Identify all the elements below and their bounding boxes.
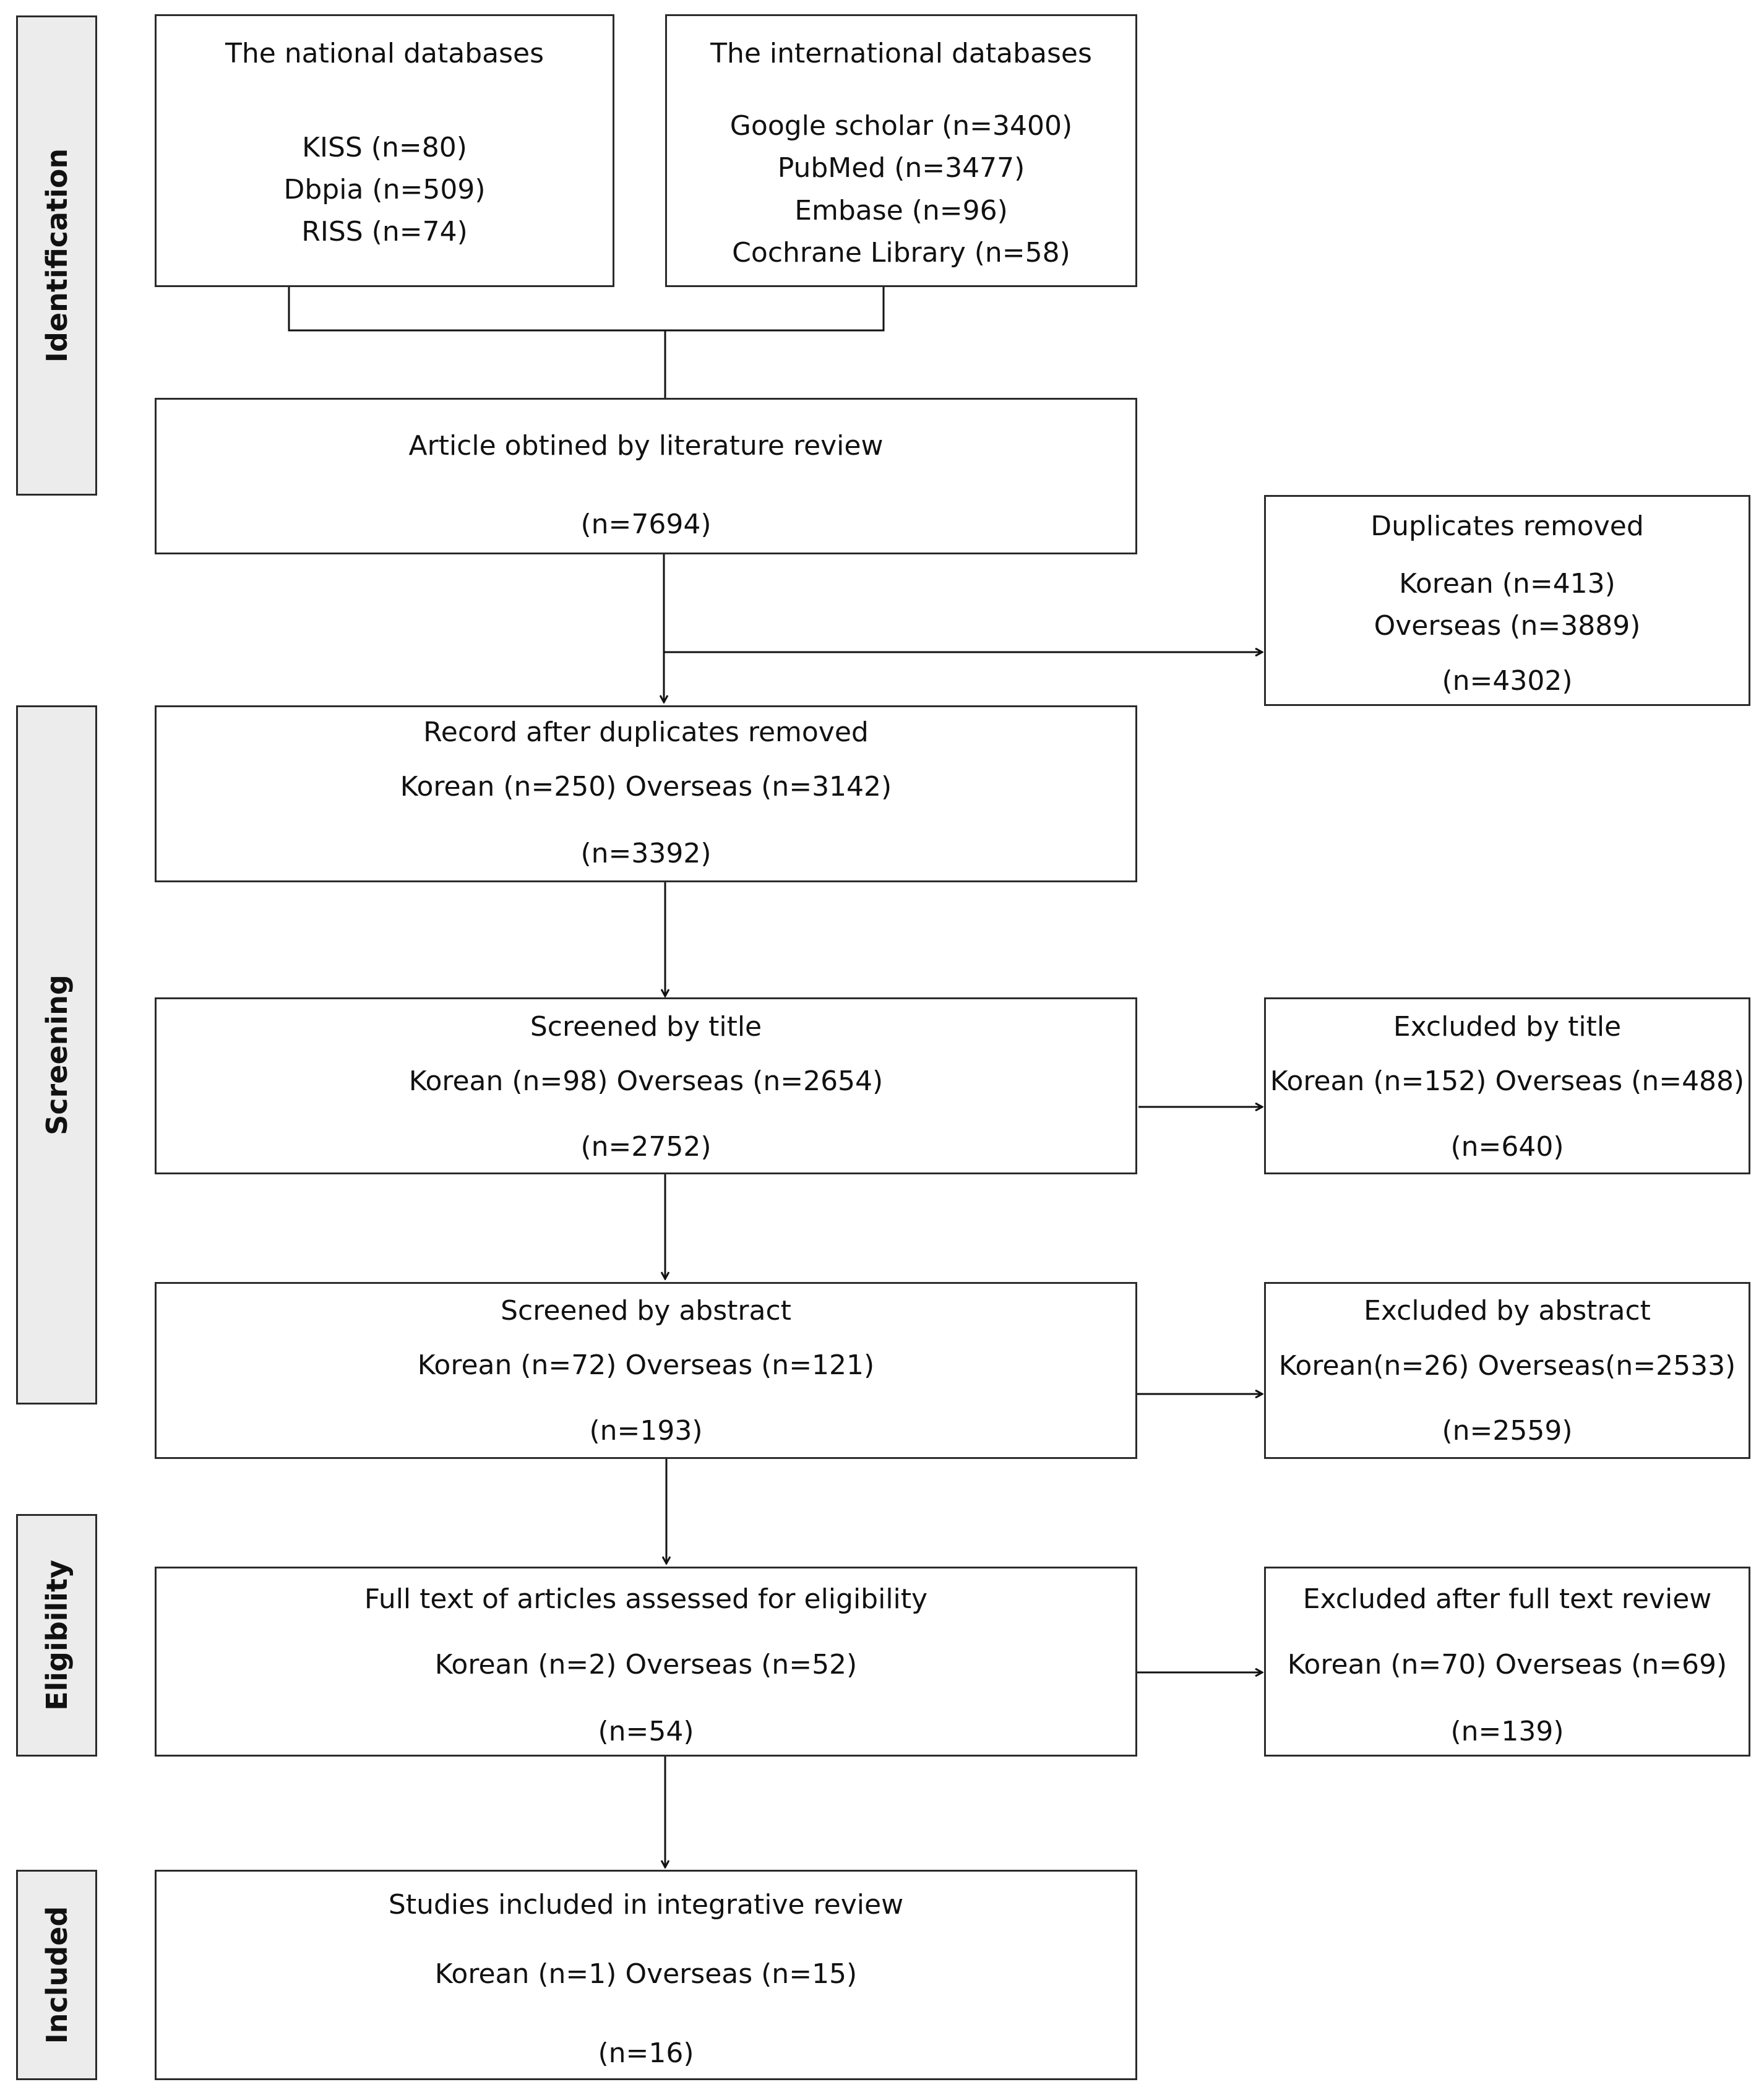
full-text-box: Full text of articles assessed for eligi… — [155, 1567, 1137, 1757]
international-databases-title: The international databases — [710, 38, 1092, 69]
screened-by-title-total: (n=2752) — [580, 1131, 712, 1163]
international-db-google-scholar: Google scholar (n=3400) — [729, 110, 1073, 142]
full-text-total: (n=54) — [598, 1716, 694, 1747]
national-db-kiss: KISS (n=80) — [302, 132, 467, 163]
screened-by-abstract-title: Screened by abstract — [501, 1295, 791, 1327]
excluded-by-title-title: Excluded by title — [1393, 1011, 1622, 1043]
after-duplicates-breakdown: Korean (n=250) Overseas (n=3142) — [400, 771, 892, 802]
excluded-by-abstract-total: (n=2559) — [1442, 1415, 1573, 1447]
national-db-dbpia: Dbpia (n=509) — [283, 174, 486, 205]
national-db-riss: RISS (n=74) — [301, 216, 468, 247]
screened-by-abstract-breakdown: Korean (n=72) Overseas (n=121) — [417, 1349, 875, 1381]
article-obtained-total: (n=7694) — [580, 509, 712, 540]
national-databases-title: The national databases — [225, 38, 544, 69]
excluded-by-abstract-box: Excluded by abstract Korean(n=26) Overse… — [1264, 1282, 1750, 1459]
excluded-full-text-box: Excluded after full text review Korean (… — [1264, 1567, 1750, 1757]
studies-included-box: Studies included in integrative review K… — [155, 1870, 1137, 2080]
duplicates-removed-title: Duplicates removed — [1370, 510, 1644, 542]
article-obtained-title: Article obtined by literature review — [408, 430, 884, 462]
after-duplicates-total: (n=3392) — [580, 838, 712, 869]
excluded-by-abstract-breakdown: Korean(n=26) Overseas(n=2533) — [1278, 1350, 1736, 1382]
studies-included-breakdown: Korean (n=1) Overseas (n=15) — [434, 1958, 858, 1990]
phase-identification-label: Identification — [40, 148, 74, 363]
phase-eligibility: Eligibility — [16, 1514, 97, 1757]
after-duplicates-box: Record after duplicates removed Korean (… — [155, 705, 1137, 882]
phase-included-label: Included — [40, 1906, 74, 2044]
duplicates-removed-box: Duplicates removed Korean (n=413) Overse… — [1264, 495, 1750, 706]
after-duplicates-title: Record after duplicates removed — [423, 716, 869, 748]
studies-included-total: (n=16) — [598, 2037, 694, 2069]
excluded-by-title-breakdown: Korean (n=152) Overseas (n=488) — [1270, 1065, 1745, 1097]
screened-by-title-title: Screened by title — [530, 1011, 762, 1043]
full-text-title: Full text of articles assessed for eligi… — [364, 1583, 928, 1615]
excluded-by-title-total: (n=640) — [1450, 1131, 1564, 1163]
excluded-full-text-title: Excluded after full text review — [1302, 1583, 1712, 1615]
international-db-embase: Embase (n=96) — [794, 195, 1008, 226]
phase-eligibility-label: Eligibility — [40, 1560, 74, 1711]
phase-identification: Identification — [16, 15, 97, 496]
merge-bracket — [288, 286, 885, 332]
phase-screening-label: Screening — [40, 974, 74, 1135]
duplicates-removed-total: (n=4302) — [1442, 665, 1573, 697]
international-db-pubmed: PubMed (n=3477) — [777, 152, 1025, 184]
screened-by-title-breakdown: Korean (n=98) Overseas (n=2654) — [408, 1065, 884, 1097]
excluded-full-text-total: (n=139) — [1450, 1716, 1564, 1747]
international-db-cochrane: Cochrane Library (n=58) — [732, 237, 1070, 269]
screened-by-abstract-total: (n=193) — [589, 1415, 703, 1447]
excluded-by-title-box: Excluded by title Korean (n=152) Oversea… — [1264, 997, 1750, 1174]
article-obtained-box: Article obtined by literature review (n=… — [155, 398, 1137, 554]
international-databases-box: The international databases Google schol… — [665, 14, 1137, 287]
duplicates-removed-overseas: Overseas (n=3889) — [1374, 610, 1641, 642]
duplicates-removed-korean: Korean (n=413) — [1399, 568, 1616, 600]
full-text-breakdown: Korean (n=2) Overseas (n=52) — [434, 1649, 858, 1680]
phase-included: Included — [16, 1870, 97, 2080]
national-databases-box: The national databases KISS (n=80) Dbpia… — [155, 14, 614, 287]
phase-screening: Screening — [16, 705, 97, 1405]
excluded-by-abstract-title: Excluded by abstract — [1364, 1295, 1651, 1327]
screened-by-title-box: Screened by title Korean (n=98) Overseas… — [155, 997, 1137, 1174]
excluded-full-text-breakdown: Korean (n=70) Overseas (n=69) — [1287, 1649, 1727, 1680]
screened-by-abstract-box: Screened by abstract Korean (n=72) Overs… — [155, 1282, 1137, 1459]
studies-included-title: Studies included in integrative review — [388, 1889, 904, 1921]
